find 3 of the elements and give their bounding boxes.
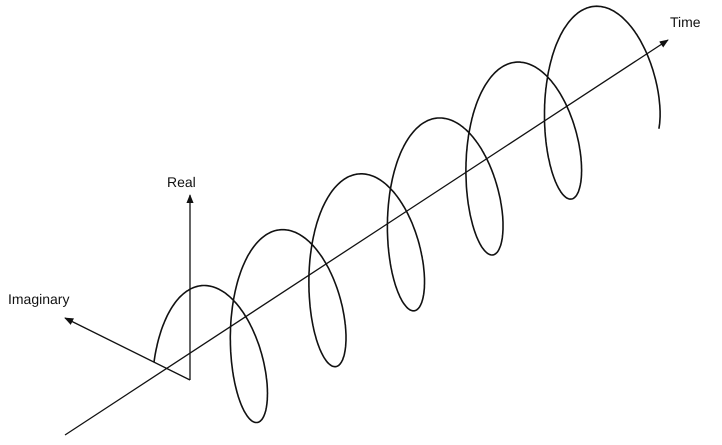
axis-label: Real: [167, 174, 196, 190]
axis-label: Time: [670, 14, 701, 30]
axis-label: Imaginary: [8, 291, 70, 307]
